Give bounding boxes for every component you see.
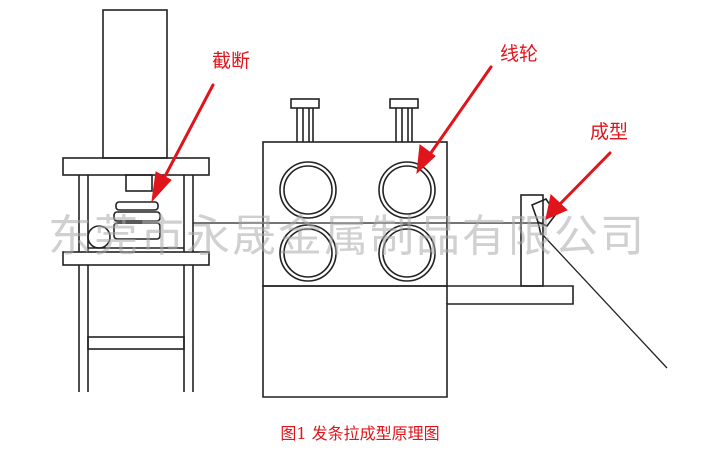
arrow-cutting-head	[151, 171, 172, 203]
arrow-wire-wheel	[426, 65, 493, 159]
press-coil-top	[115, 201, 159, 211]
forming-head	[520, 194, 668, 369]
arrow-forming-head	[545, 194, 568, 220]
roller-bottom-left	[279, 224, 337, 282]
adjust-screw-right	[389, 98, 419, 142]
roller-machine	[193, 98, 574, 398]
roller-top-right	[378, 161, 436, 219]
adjust-screw-left	[290, 98, 320, 142]
company-watermark: 东莞市永晟金属制品有限公司	[48, 211, 646, 262]
label-cutting: 截断	[212, 50, 251, 72]
label-forming: 成型	[590, 121, 629, 143]
forming-plate	[520, 194, 544, 287]
figure-caption: 图1 发条拉成型原理图	[280, 424, 440, 443]
press-feed-roll	[87, 225, 111, 249]
roller-top-left	[279, 161, 337, 219]
press-coil-bottom	[113, 222, 161, 240]
arrow-cutting	[160, 83, 215, 184]
formed-spring-output	[540, 232, 668, 369]
roller-bottom-right	[378, 224, 436, 282]
press-bottom-plate	[62, 251, 210, 266]
arrow-wire-wheel-head	[416, 144, 436, 175]
label-wire-wheel: 线轮	[500, 43, 539, 65]
press-coil-middle	[113, 211, 161, 222]
cutting-press	[62, 9, 210, 392]
forming-tool	[530, 198, 557, 227]
press-punch	[125, 174, 153, 192]
arrow-forming	[557, 151, 612, 207]
press-leg-crossbar	[87, 336, 185, 350]
